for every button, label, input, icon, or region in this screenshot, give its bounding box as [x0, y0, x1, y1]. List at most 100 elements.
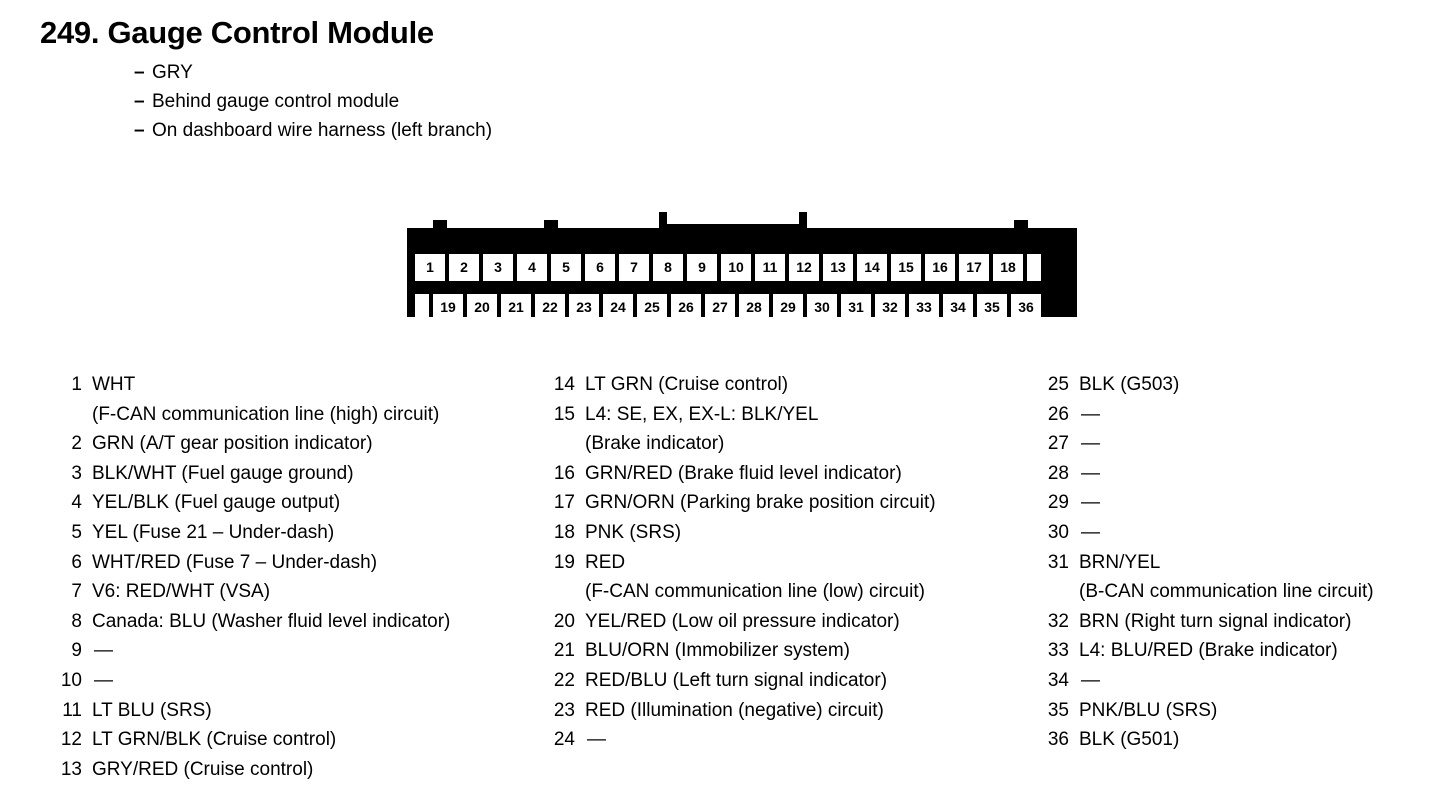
pin-description-line: GRY/RED (Cruise control): [92, 758, 314, 780]
pin-number: 16: [553, 462, 575, 484]
connector-pin-35: 35: [977, 294, 1007, 321]
pin-legend-entry: 11 LT BLU (SRS): [56, 696, 526, 726]
pin-description-continuation: (F-CAN communication line (high) circuit…: [92, 403, 440, 425]
pin-number: 9: [71, 640, 82, 662]
pin-empty-marker: —: [1069, 459, 1100, 489]
pin-description: PNK/BLU (SRS): [1069, 696, 1217, 726]
pin-legend-entry: 9—: [56, 636, 526, 666]
pin-empty-marker: —: [82, 666, 113, 696]
pin-number: 13: [60, 758, 82, 780]
pin-legend-entry: 30—: [1040, 518, 1450, 548]
pin-empty-marker: —: [1069, 429, 1100, 459]
connector-pin-19: 19: [433, 294, 463, 321]
pin-description: L4: SE, EX, EX-L: BLK/YEL(Brake indicato…: [575, 400, 818, 459]
pin-description: BLK/WHT (Fuel gauge ground): [82, 459, 354, 489]
pin-description: LT BLU (SRS): [82, 696, 212, 726]
pin-legend-entry: 10—: [56, 666, 526, 696]
pin-number: 5: [71, 521, 82, 543]
pin-description-line: YEL/BLK (Fuel gauge output): [92, 492, 341, 514]
pin-description: LT GRN (Cruise control): [575, 370, 788, 400]
pin-empty-marker: —: [1069, 666, 1100, 696]
pin-empty-marker: —: [1069, 518, 1100, 548]
pin-legend-entry: 26—: [1040, 400, 1450, 430]
pin-legend-entry: 28—: [1040, 459, 1450, 489]
connector-pin-4: 4: [517, 254, 547, 281]
note-dash-icon: –: [134, 120, 145, 141]
pin-number: 25: [1047, 374, 1069, 395]
pin-number: 11: [62, 699, 82, 721]
pin-legend-entry: 24—: [546, 725, 1036, 755]
pin-description: BLK (G501): [1069, 725, 1179, 755]
pin-number: 33: [1047, 640, 1069, 662]
pin-description: BRN (Right turn signal indicator): [1069, 607, 1351, 637]
pin-description-line: WHT: [92, 374, 136, 395]
connector-tab-2: [544, 220, 558, 230]
connector-tab-1: [433, 220, 447, 230]
note-text: GRY: [152, 62, 193, 83]
pin-description: GRY/RED (Cruise control): [82, 755, 313, 785]
connector-pin-34: 34: [943, 294, 973, 321]
header-block: 249. Gauge Control Module –GRY–Behind ga…: [40, 14, 1240, 145]
pin-number: 34: [1047, 669, 1069, 691]
pin-legend-entry: 27—: [1040, 429, 1450, 459]
connector-pin-31: 31: [841, 294, 871, 321]
pin-description: GRN/RED (Brake fluid level indicator): [575, 459, 902, 489]
connector-pin-5: 5: [551, 254, 581, 281]
pin-legend-entry: 33 L4: BLU/RED (Brake indicator): [1040, 636, 1450, 666]
pin-description: YEL/BLK (Fuel gauge output): [82, 488, 340, 518]
connector-pin-23: 23: [569, 294, 599, 321]
pin-empty-marker: —: [575, 725, 606, 755]
pin-description: V6: RED/WHT (VSA): [82, 577, 270, 607]
pin-number: 32: [1047, 610, 1069, 632]
pin-description: WHT/RED (Fuse 7 – Under-dash): [82, 548, 377, 578]
pin-description-line: LT BLU (SRS): [92, 699, 212, 721]
connector-pin-28: 28: [739, 294, 769, 321]
latch-post-right: [799, 212, 807, 234]
pin-description-line: —: [1081, 403, 1100, 425]
pin-description-line: RED: [585, 551, 626, 573]
pin-description-line: —: [1081, 433, 1100, 455]
pin-number: 21: [553, 640, 575, 662]
pin-number: 7: [71, 581, 82, 603]
pin-description-line: L4: BLU/RED (Brake indicator): [1079, 640, 1338, 662]
pin-description-line: L4: SE, EX, EX-L: BLK/YEL: [585, 403, 819, 425]
pin-description-line: YEL/RED (Low oil pressure indicator): [585, 610, 900, 632]
note-text: On dashboard wire harness (left branch): [152, 120, 493, 141]
connector-pin-2: 2: [449, 254, 479, 281]
connector-pin-22: 22: [535, 294, 565, 321]
pin-description-line: BLK/WHT (Fuel gauge ground): [92, 462, 354, 484]
pin-description-line: —: [94, 640, 113, 662]
connector-pin-13: 13: [823, 254, 853, 281]
pin-number: 31: [1047, 551, 1069, 573]
pin-empty-marker: —: [1069, 488, 1100, 518]
pin-description-line: PNK/BLU (SRS): [1079, 699, 1218, 721]
pin-description: GRN/ORN (Parking brake position circuit): [575, 488, 936, 518]
pin-number: 18: [553, 521, 575, 543]
connector-pin-30: 30: [807, 294, 837, 321]
connector-pin-8: 8: [653, 254, 683, 281]
pin-description-line: LT GRN (Cruise control): [585, 374, 789, 395]
pin-number: 4: [71, 492, 82, 514]
pin-number: 30: [1047, 521, 1069, 543]
pin-number: 29: [1047, 492, 1069, 514]
connector-pin-24: 24: [603, 294, 633, 321]
pin-description-line: LT GRN/BLK (Cruise control): [92, 729, 337, 751]
connector-pin-10: 10: [721, 254, 751, 281]
